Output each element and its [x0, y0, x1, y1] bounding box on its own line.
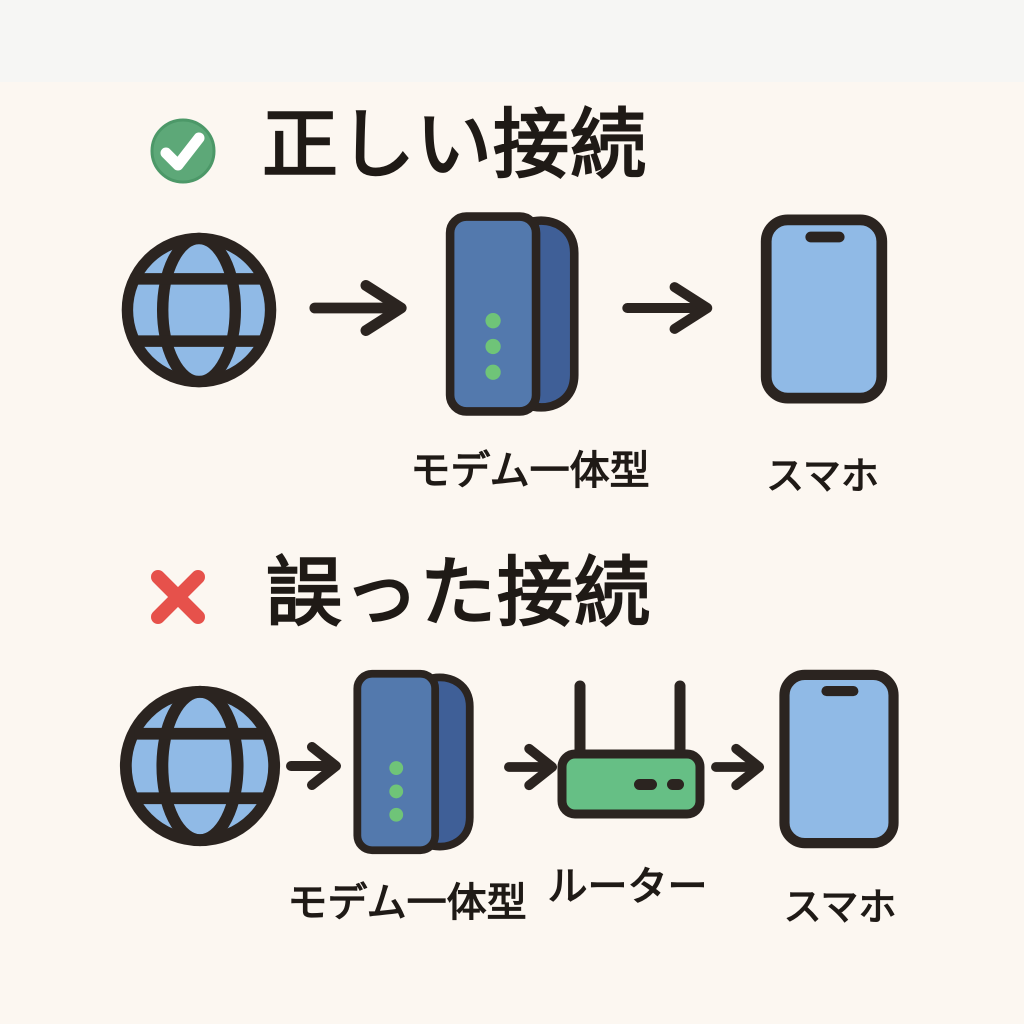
internet-globe-icon: [116, 227, 282, 393]
cross-icon: [147, 566, 209, 628]
arrow-right-icon: [286, 738, 344, 794]
modem-label: モデム一体型: [287, 881, 527, 925]
smartphone-label: スマホ: [783, 887, 897, 929]
internet-globe-icon: [114, 680, 286, 852]
modem-icon: [441, 208, 591, 420]
correct-section-title: 正しい接続: [262, 103, 647, 188]
smartphone-label: スマホ: [766, 456, 879, 498]
smartphone-icon: [757, 213, 891, 405]
check-circle-icon: [149, 117, 217, 185]
arrow-right-icon: [620, 278, 720, 338]
arrow-right-icon: [307, 278, 415, 338]
arrow-right-icon: [711, 740, 767, 794]
wrong-section-title: 誤った接続: [266, 551, 651, 636]
arrow-right-icon: [504, 740, 560, 794]
top-margin-band: [0, 0, 1024, 82]
modem-icon: [343, 666, 491, 858]
router-label: ルーター: [547, 865, 708, 909]
modem-label: モデム一体型: [410, 449, 650, 493]
smartphone-icon: [778, 668, 900, 850]
router-icon: [556, 674, 706, 822]
